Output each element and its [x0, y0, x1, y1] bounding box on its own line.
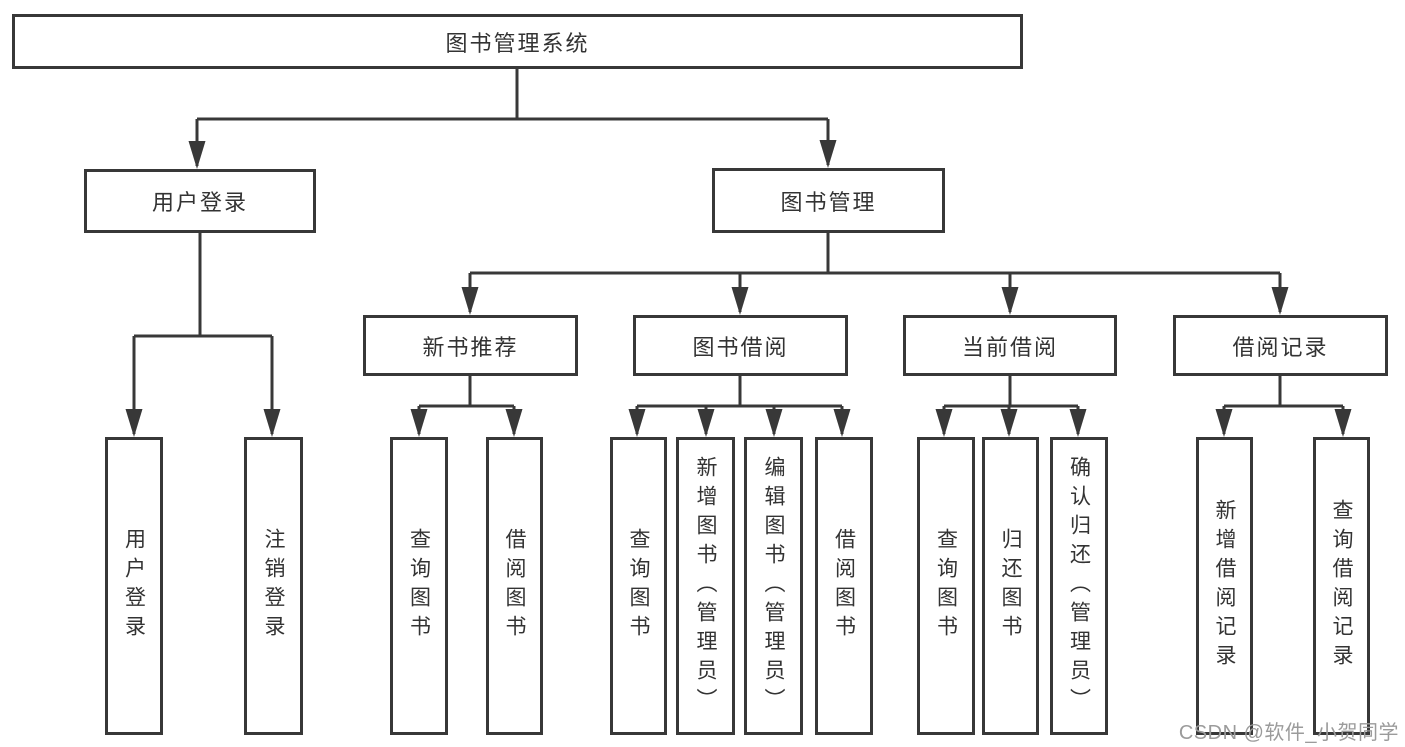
arrowheads: [125, 140, 1352, 437]
node-book-borrowing: 图书借阅: [633, 315, 848, 376]
leaf-user-login: 用户登录: [105, 437, 163, 735]
leaf-query-books-borrow: 查询图书: [610, 437, 667, 735]
leaf-logout: 注销登录: [244, 437, 303, 735]
leaf-add-books-admin: 新增图书（管理员）: [676, 437, 735, 735]
node-user-login: 用户登录: [84, 169, 316, 233]
leaf-query-borrow-record: 查询借阅记录: [1313, 437, 1370, 735]
node-library-system: 图书管理系统: [12, 14, 1023, 69]
watermark: CSDN @软件_小贺同学: [1178, 722, 1399, 744]
node-new-book-recommendation: 新书推荐: [363, 315, 578, 376]
leaf-borrow-books: 借阅图书: [815, 437, 873, 735]
leaf-borrow-books-recommend: 借阅图书: [486, 437, 543, 735]
leaf-query-books-current: 查询图书: [917, 437, 975, 735]
leaf-edit-books-admin: 编辑图书（管理员）: [744, 437, 803, 735]
node-current-borrowing: 当前借阅: [903, 315, 1117, 376]
node-borrowing-records: 借阅记录: [1173, 315, 1388, 376]
node-book-management: 图书管理: [712, 168, 945, 233]
leaf-query-books-recommend: 查询图书: [390, 437, 448, 735]
leaf-confirm-return-admin: 确认归还（管理员）: [1050, 437, 1108, 735]
leaf-return-books: 归还图书: [982, 437, 1039, 735]
leaf-add-borrow-record: 新增借阅记录: [1196, 437, 1253, 735]
